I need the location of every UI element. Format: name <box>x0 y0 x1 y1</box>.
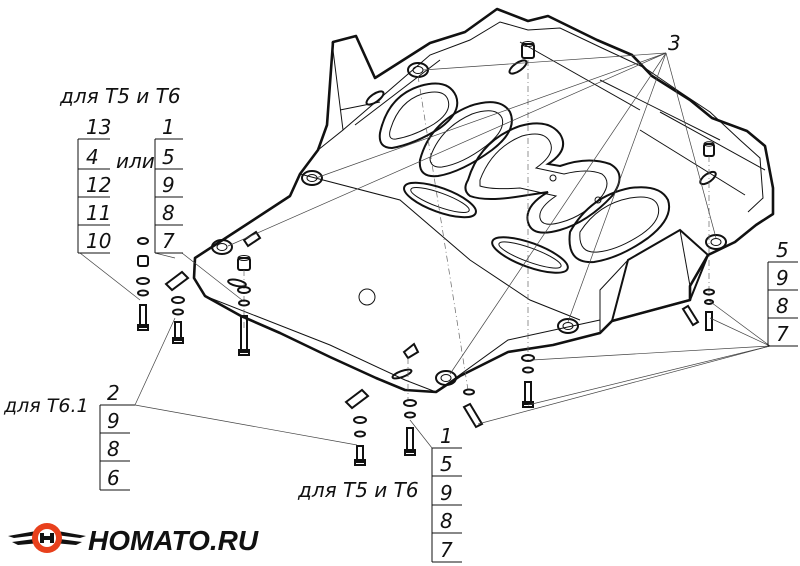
label-top-left: для Т5 и Т6 <box>59 84 181 108</box>
stack-top-left-a-item: 11 <box>86 201 111 225</box>
stack-right-item: 8 <box>776 294 789 318</box>
stack-top-left-a-item: 4 <box>86 145 99 169</box>
stack-bottom-mid-item: 7 <box>440 538 453 562</box>
stack-right: 5 9 8 7 <box>767 238 798 347</box>
fastener-stack-b <box>164 270 190 344</box>
winged-wheel-icon <box>8 523 86 553</box>
brand-name: HOMATO.RU <box>88 525 259 556</box>
fastener-stack-h <box>681 288 715 331</box>
stack-top-left-b: 1 5 9 8 7 <box>154 115 183 254</box>
fastener-stack-d <box>344 388 370 466</box>
skid-plate <box>192 7 775 394</box>
stack-right-item: 9 <box>776 266 789 290</box>
stack-top-left-b-item: 5 <box>162 145 175 169</box>
stack-left-mid-item: 2 <box>107 381 120 405</box>
stack-left-mid-item: 9 <box>107 409 120 433</box>
mounting-bosses <box>211 41 727 386</box>
fastener-stack-g <box>521 354 535 408</box>
stack-left-mid: 2 9 8 6 <box>99 381 135 491</box>
stack-right-item: 5 <box>776 238 789 262</box>
fastener-stack-a <box>136 237 150 331</box>
stack-bottom-mid-item: 9 <box>440 481 453 505</box>
stack-bottom-mid-item: 8 <box>440 509 453 533</box>
label-bottom-mid: для Т5 и Т6 <box>297 478 419 502</box>
fastener-stack-e <box>403 399 417 456</box>
stack-top-left-a-item: 10 <box>86 229 111 253</box>
stack-top-left-b-item: 7 <box>162 229 175 253</box>
stack-top-left-b-item: 1 <box>162 115 175 139</box>
stack-right-item: 7 <box>776 322 789 346</box>
fastener-stack-c <box>237 286 251 356</box>
brand-logo[interactable]: HOMATO.RU <box>8 523 259 556</box>
label-left-mid: для Т6.1 <box>3 395 89 417</box>
stack-bottom-mid-item: 1 <box>440 424 453 448</box>
stack-bottom-mid: 1 5 9 8 7 <box>431 424 462 563</box>
stack-left-mid-item: 8 <box>107 437 120 461</box>
stack-top-left-b-item: 9 <box>162 173 175 197</box>
callout-3: 3 <box>668 31 681 55</box>
stack-top-left-a: 13 4 12 11 10 <box>77 115 111 254</box>
stack-top-left-a-item: 13 <box>86 115 111 139</box>
stack-bottom-mid-item: 5 <box>440 452 453 476</box>
stamped-ribs <box>227 59 717 380</box>
fastener-stack-f <box>462 388 484 429</box>
stack-left-mid-item: 6 <box>107 466 120 490</box>
stack-top-left-a-item: 12 <box>86 173 111 197</box>
label-ili: или <box>116 149 155 173</box>
leader-lines <box>79 52 771 449</box>
stack-top-left-b-item: 8 <box>162 201 175 225</box>
